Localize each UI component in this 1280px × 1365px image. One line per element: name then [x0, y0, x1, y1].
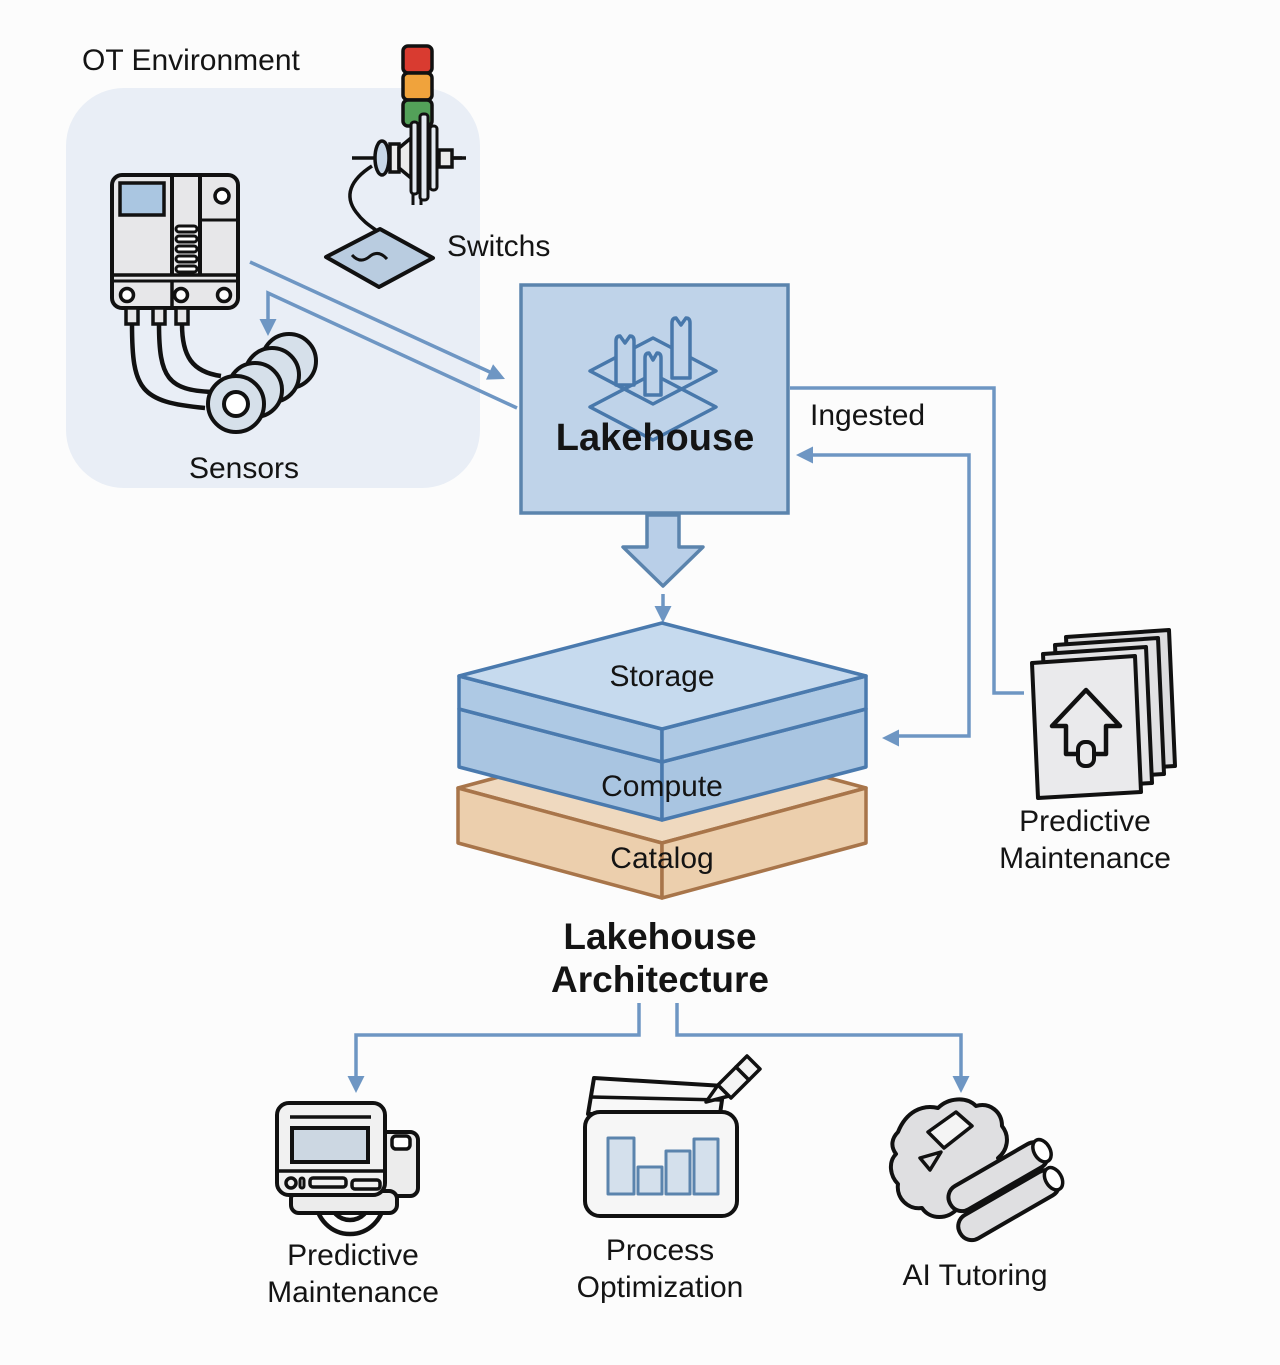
- sensors-label: Sensors: [188, 452, 300, 485]
- spindle-icon: [348, 112, 466, 235]
- usecase2-line1: Process: [605, 1234, 715, 1267]
- compute-layer: [457, 707, 868, 822]
- lakehouse-icon: [588, 316, 718, 442]
- caption-line1: Lakehouse: [563, 916, 757, 957]
- catalog-layer-label: Catalog: [610, 842, 714, 875]
- lakehouse-node-label: Lakehouse: [555, 417, 755, 459]
- arrow-lakehouse-to-stack: [654, 594, 672, 623]
- usecase1-line1: Predictive: [287, 1239, 419, 1272]
- usecase1-line2: Maintenance: [267, 1276, 439, 1309]
- flow-arrows: [249, 260, 1024, 1093]
- ot-environment-label: OT Environment: [82, 44, 300, 77]
- feedback-label-line1: Predictive: [1019, 805, 1151, 838]
- usecase-predictive-maintenance-label: Predictive Maintenance: [243, 1237, 463, 1311]
- usecase2-line2: Optimization: [576, 1271, 744, 1304]
- lakehouse-node: [519, 283, 790, 515]
- arrow-plc-to-lakehouse: [249, 260, 505, 380]
- sensor-coil-icon: [206, 332, 318, 434]
- usecase-process-optimization-label: Process Optimization: [550, 1232, 770, 1306]
- ingested-label: Ingested: [810, 399, 926, 432]
- predictive-maintenance-books-icon: [1030, 628, 1177, 800]
- feedback-predictive-maintenance-label: Predictive Maintenance: [975, 803, 1195, 877]
- block-arrow-down: [621, 513, 705, 588]
- branch-arrows: [347, 1003, 970, 1093]
- storage-layer: [457, 621, 868, 764]
- usecase3-line1: AI Tutoring: [902, 1259, 1048, 1292]
- ai-tutoring-scroll-icon: [889, 1097, 1065, 1243]
- lakehouse-architecture-caption: Lakehouse Architecture: [510, 915, 810, 1001]
- storage-layer-label: Storage: [609, 660, 715, 693]
- compute-layer-label: Compute: [601, 770, 723, 803]
- feedback-label-line2: Maintenance: [999, 842, 1171, 875]
- arrow-ingested: [796, 446, 971, 747]
- bar-chart-glyph: [606, 1136, 720, 1196]
- hmi-device-icon: [275, 1101, 420, 1237]
- switch-plate-icon: [324, 227, 435, 289]
- usecase-ai-tutoring-label: AI Tutoring: [865, 1257, 1085, 1294]
- plc-icon: [110, 173, 240, 411]
- line-lakehouse-to-predictive: [790, 386, 1024, 695]
- caption-line2: Architecture: [551, 959, 769, 1000]
- switches-label: Switchs: [447, 230, 551, 263]
- process-board-icon: [583, 1054, 762, 1218]
- arrow-plc-to-sensors: [259, 290, 518, 410]
